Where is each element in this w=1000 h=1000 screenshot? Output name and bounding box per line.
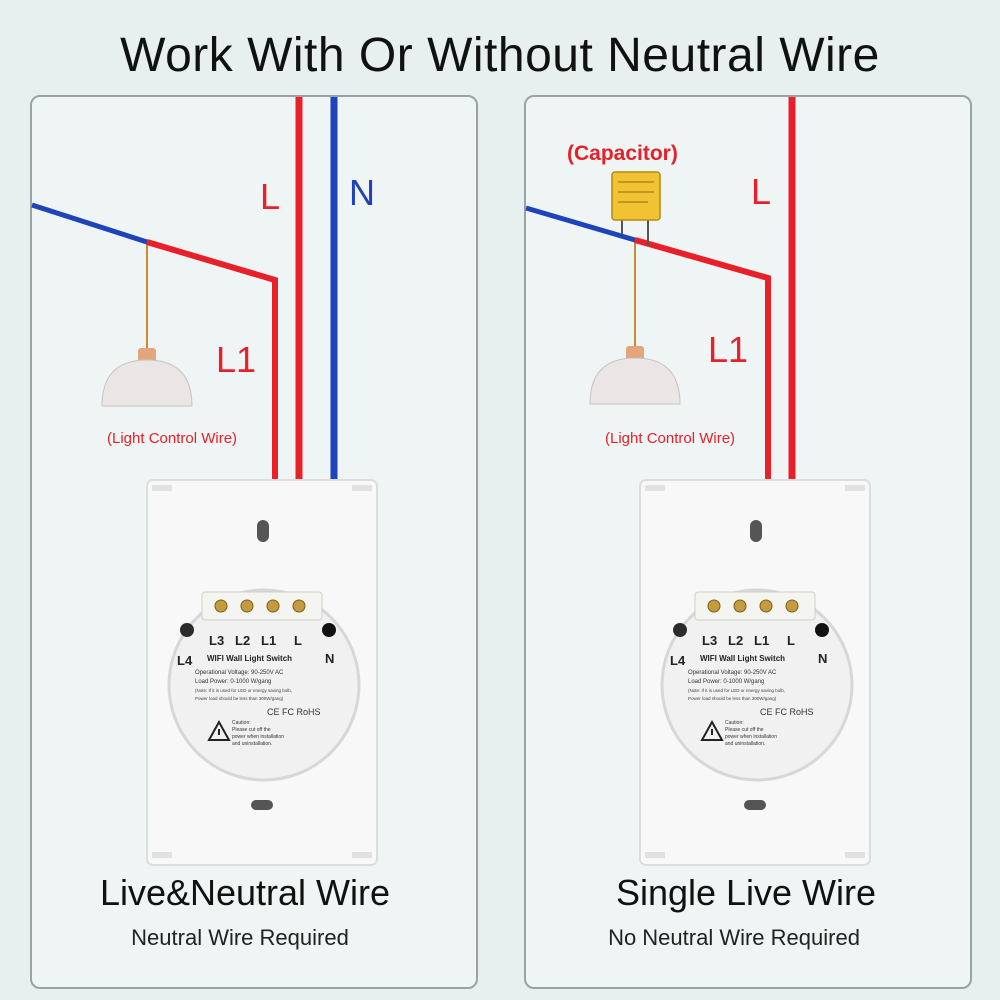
left-neutral-to-lamp — [31, 202, 148, 245]
right-label-n-terminal: N — [818, 651, 827, 666]
left-lamp-caption: (Light Control Wire) — [107, 430, 237, 447]
left-note-1: (Note: If it is used for LED or energy s… — [195, 688, 292, 693]
right-caution-1: Please cut off the — [725, 727, 764, 733]
right-neutral-to-lamp — [525, 205, 636, 243]
left-spec-power: Load Power: 0-1000 W/gang — [195, 679, 271, 685]
right-note-1: (Note: If it is used for LED or energy s… — [688, 688, 785, 693]
right-spec-power: Load Power: 0-1000 W/gang — [688, 679, 764, 685]
right-term-l3: L3 — [702, 633, 717, 648]
right-caution-title: Caution: — [725, 720, 744, 726]
left-caution-title: Caution: — [232, 720, 251, 726]
left-caution-2: power when installation — [232, 734, 284, 740]
left-lamp-icon — [101, 241, 193, 407]
capacitor-label: (Capacitor) — [567, 142, 678, 165]
right-term-l2: L2 — [728, 633, 743, 648]
right-subheading: No Neutral Wire Required — [608, 925, 860, 950]
right-term-l: L — [787, 633, 795, 648]
left-cert-marks: CE FC RoHS — [267, 707, 321, 717]
right-caution-2: power when installation — [725, 734, 777, 740]
right-note-2: Power load should be less than 300W/gang… — [688, 696, 777, 701]
right-label-l: L — [751, 171, 771, 212]
right-product-name: WIFI Wall Light Switch — [700, 654, 785, 663]
left-caution-1: Please cut off the — [232, 727, 271, 733]
right-lamp-caption: (Light Control Wire) — [605, 430, 735, 447]
left-spec-voltage: Operational Voltage: 90-250V AC — [195, 670, 284, 676]
left-heading: Live&Neutral Wire — [99, 872, 391, 913]
right-cert-marks: CE FC RoHS — [760, 707, 814, 717]
left-label-l: L — [260, 176, 280, 217]
left-product-name: WIFI Wall Light Switch — [207, 654, 292, 663]
left-note-2: Power load should be less than 300W/gang… — [195, 696, 284, 701]
capacitor-icon — [611, 171, 661, 246]
page-title: Work With Or Without Neutral Wire — [120, 29, 880, 82]
right-label-l1: L1 — [708, 329, 748, 370]
left-label-n: N — [349, 172, 375, 213]
left-caution-3: and uninstallation. — [232, 741, 272, 747]
left-label-n-terminal: N — [325, 651, 334, 666]
left-label-l4: L4 — [177, 653, 193, 668]
left-term-l2: L2 — [235, 633, 250, 648]
right-heading: Single Live Wire — [615, 872, 877, 913]
right-spec-voltage: Operational Voltage: 90-250V AC — [688, 670, 777, 676]
left-term-l: L — [294, 633, 302, 648]
right-lamp-icon — [589, 239, 681, 405]
left-term-l3: L3 — [209, 633, 224, 648]
right-term-l1: L1 — [754, 633, 769, 648]
left-subheading: Neutral Wire Required — [131, 925, 349, 950]
right-switch-module: L3 L2 L1 L L4 N WIFI Wall Light Switch O… — [638, 478, 872, 867]
right-caution-3: and uninstallation. — [725, 741, 765, 747]
left-term-l1: L1 — [261, 633, 276, 648]
right-label-l4: L4 — [670, 653, 686, 668]
left-switch-module: L3 L2 L1 L L4 N WIFI Wall Light Switch O… — [145, 478, 379, 867]
left-label-l1: L1 — [216, 339, 256, 380]
